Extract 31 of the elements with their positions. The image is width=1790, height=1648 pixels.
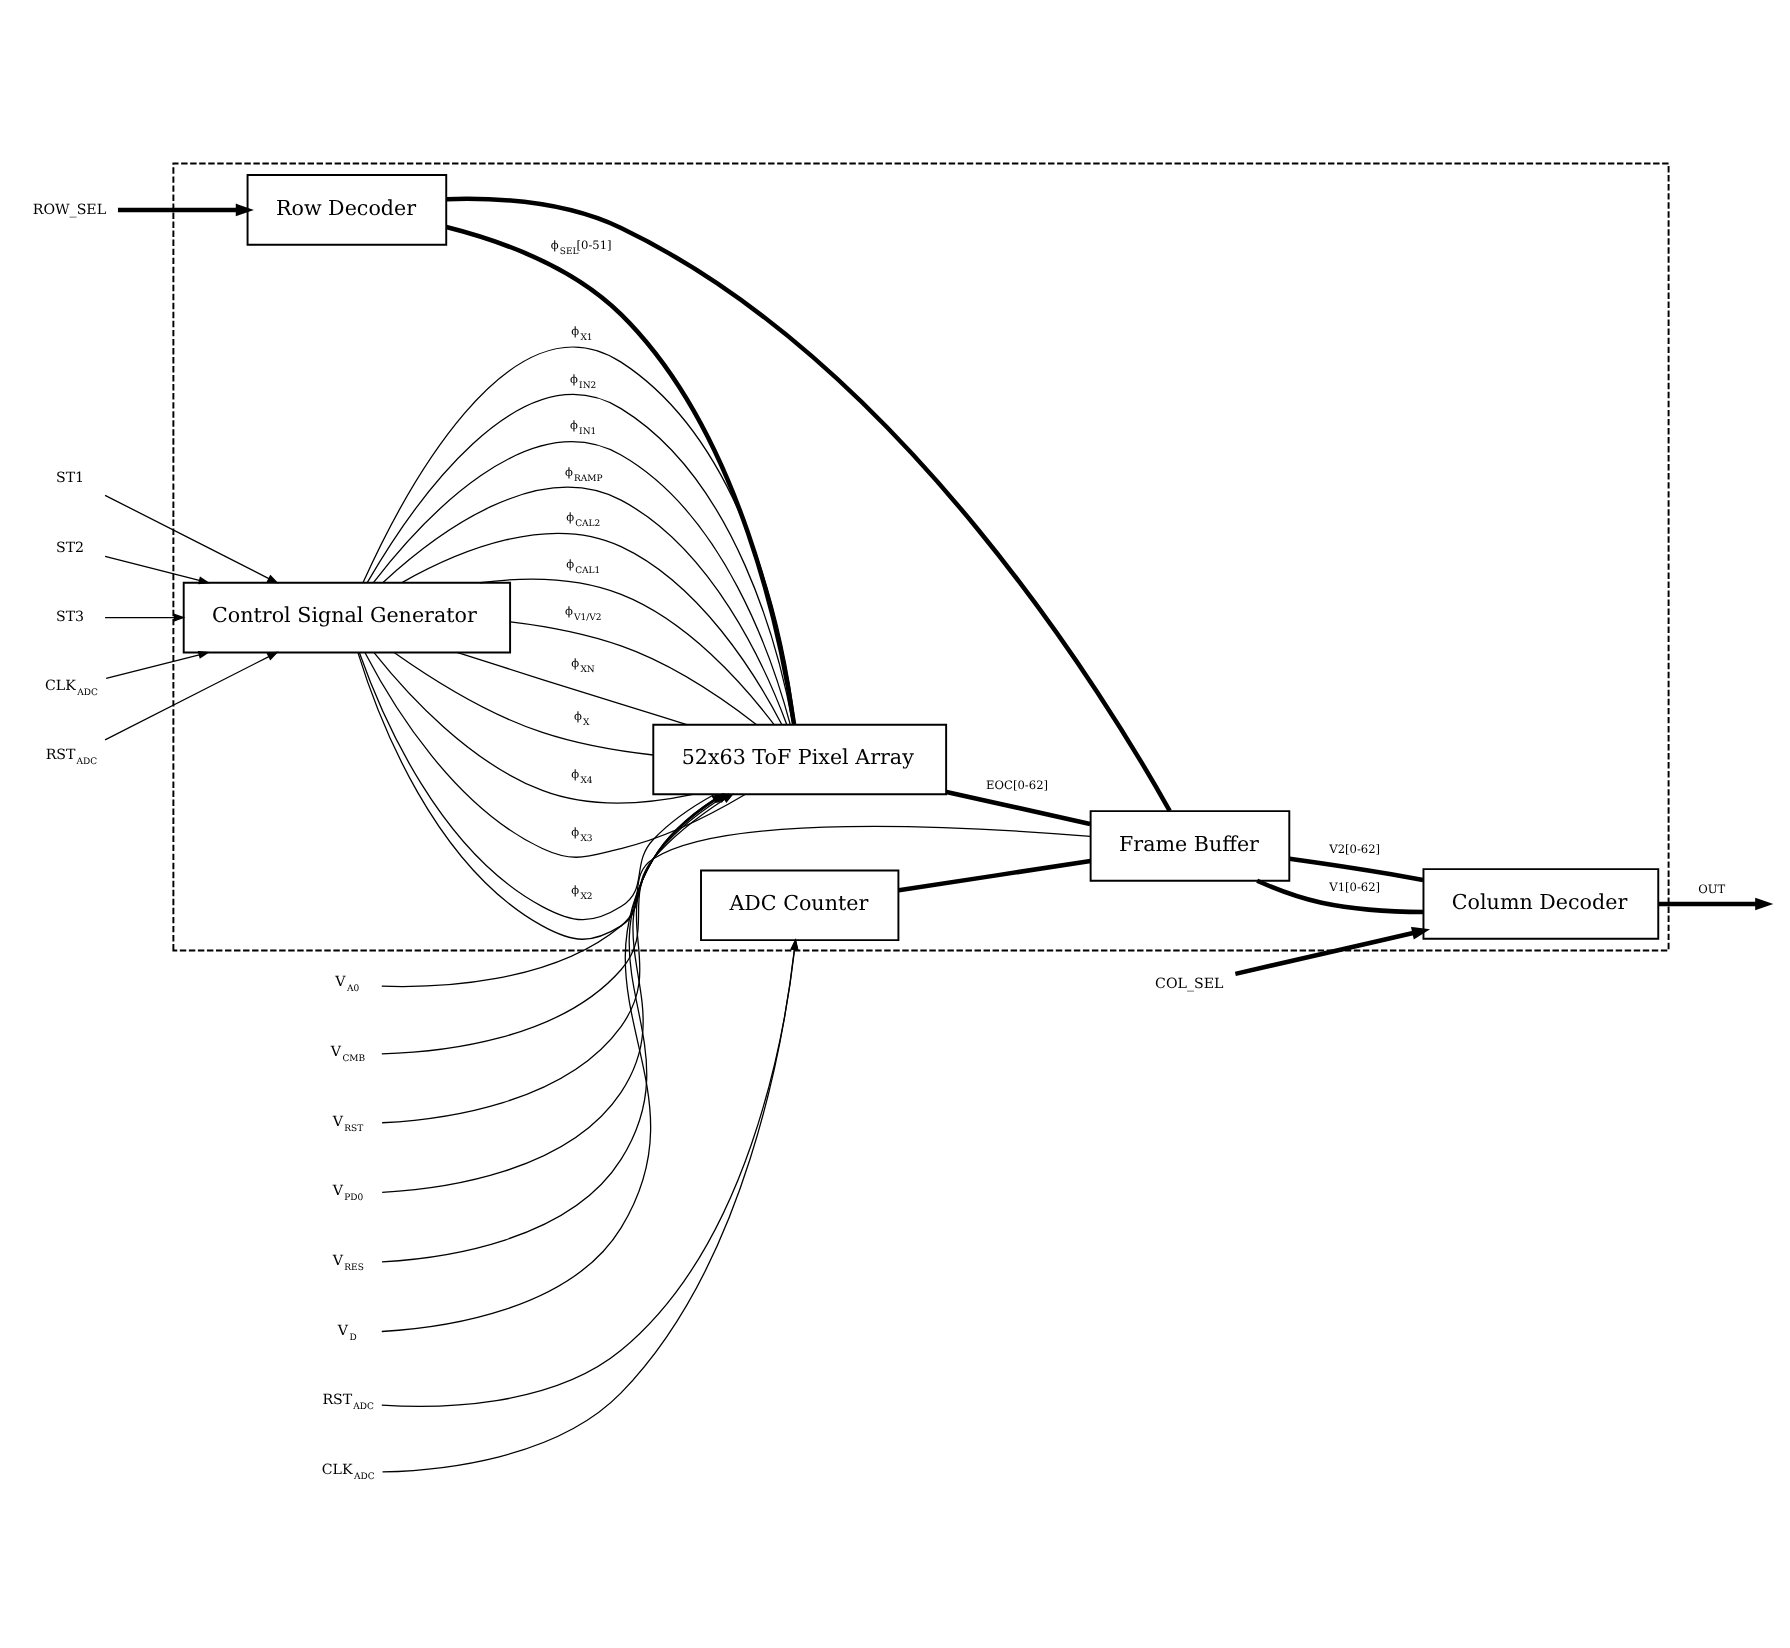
connector [1256,878,1424,915]
connector [357,652,1091,940]
connector [509,621,758,726]
connector [898,858,1091,893]
connector [446,196,1172,812]
connector [401,532,783,726]
connector [445,224,797,725]
connector [945,789,1091,827]
node-box: Column Decoder [1422,868,1660,940]
connector [382,487,788,726]
connector [364,651,746,858]
node-box: Row Decoder [246,174,448,246]
node-box: ADC Counter [700,869,900,942]
connector [373,652,694,804]
node-box: 52x63 ToF Pixel Array [652,723,948,796]
node-box: Control Signal Generator [182,581,512,654]
node-box: Frame Buffer [1089,810,1291,882]
connector [393,651,654,756]
connector [479,578,775,726]
arrow [117,203,254,217]
arrow [104,651,279,741]
arrow [104,494,279,584]
connector [372,441,791,726]
arrow [1658,897,1774,911]
connector [1289,856,1424,883]
arrow [1234,927,1431,977]
arrow [105,650,210,680]
arrow [104,613,186,622]
connector [456,651,688,726]
connector [358,651,715,921]
arrow [104,555,211,585]
